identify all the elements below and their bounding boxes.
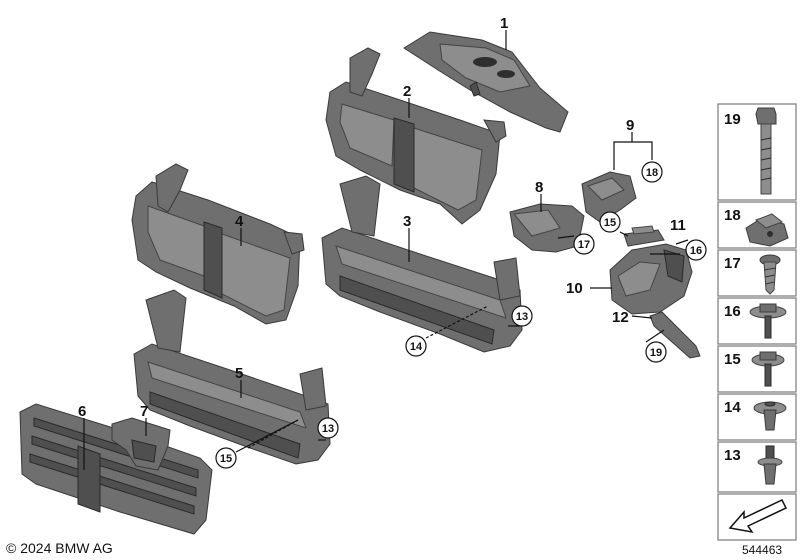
svg-text:17: 17 [578,239,590,251]
callout-14: 14 [405,335,427,357]
flange-screw-icon [749,303,787,339]
label-part-12: 12 [612,309,629,326]
part-3-carrier-frame [321,175,523,353]
svg-text:18: 18 [724,207,741,224]
legend-item-19: 19 [717,103,797,201]
part-10-brake-air-duct [609,243,693,315]
svg-text:13: 13 [724,447,741,464]
push-rivet-icon [757,445,783,485]
label-part-11: 11 [670,217,686,234]
callout-18: 18 [641,161,663,183]
callout-16: 16 [685,239,707,261]
callouts: 18 17 15 16 19 13 14 13 15 [215,161,707,469]
svg-text:15: 15 [724,351,741,368]
part-1-air-duct-cover [403,31,569,133]
label-part-5: 5 [235,365,243,382]
callout-13-lower: 13 [317,417,339,439]
diagram-id: 544463 [742,543,783,557]
part-2-air-shutter-frame [325,47,507,225]
fastener-legend: 19 18 17 [717,103,797,541]
legend-item-18: 18 [717,201,797,249]
direction-arrow-icon [728,499,788,534]
part-5-carrier-frame [133,289,331,465]
callout-15-upper: 15 [599,211,621,233]
part-4-air-shutter-frame [131,163,305,325]
copyright-text: © 2024 BMW AG [6,540,113,556]
label-part-10: 10 [566,280,583,297]
legend-item-arrow [717,493,797,541]
label-part-4: 4 [235,213,244,230]
svg-text:14: 14 [410,341,423,353]
svg-text:18: 18 [646,167,658,179]
label-part-1: 1 [500,15,508,32]
plastic-screw-icon [759,254,781,295]
flange-screw-icon [751,351,785,387]
label-part-3: 3 [403,213,411,230]
legend-item-16: 16 [717,297,797,345]
part-labels: 1 2 3 4 5 6 7 8 9 10 11 12 [78,15,686,420]
part-11-clip-bracket [623,225,665,247]
svg-text:14: 14 [724,399,741,416]
callout-17: 17 [573,233,595,255]
part-6-grille [19,403,213,535]
legend-item-14: 14 [717,393,797,441]
label-part-8: 8 [535,179,543,196]
svg-text:13: 13 [516,311,528,323]
bolt-icon [755,107,777,195]
part-9-side-duct [581,171,637,223]
label-part-9: 9 [626,117,634,134]
svg-text:15: 15 [604,217,616,229]
part-8-side-duct [509,203,585,253]
leader-lines [83,30,689,470]
label-part-6: 6 [78,403,86,420]
svg-text:17: 17 [724,255,741,272]
legend-item-17: 17 [717,249,797,297]
label-part-2: 2 [403,83,411,100]
svg-text:16: 16 [724,303,741,320]
legend-item-15: 15 [717,345,797,393]
legend-item-13: 13 [717,441,797,493]
expanding-rivet-icon [753,401,787,431]
svg-text:19: 19 [650,347,662,359]
svg-text:13: 13 [322,423,334,435]
svg-text:16: 16 [690,245,702,257]
svg-text:19: 19 [724,111,741,128]
label-part-7: 7 [140,403,148,420]
svg-text:15: 15 [220,453,232,465]
part-12-strut [649,311,701,359]
clip-nut-icon [745,213,789,247]
callout-15-lower: 15 [215,447,237,469]
part-7-bracket [111,417,171,471]
callout-19: 19 [645,341,667,363]
callout-13-upper: 13 [511,305,533,327]
